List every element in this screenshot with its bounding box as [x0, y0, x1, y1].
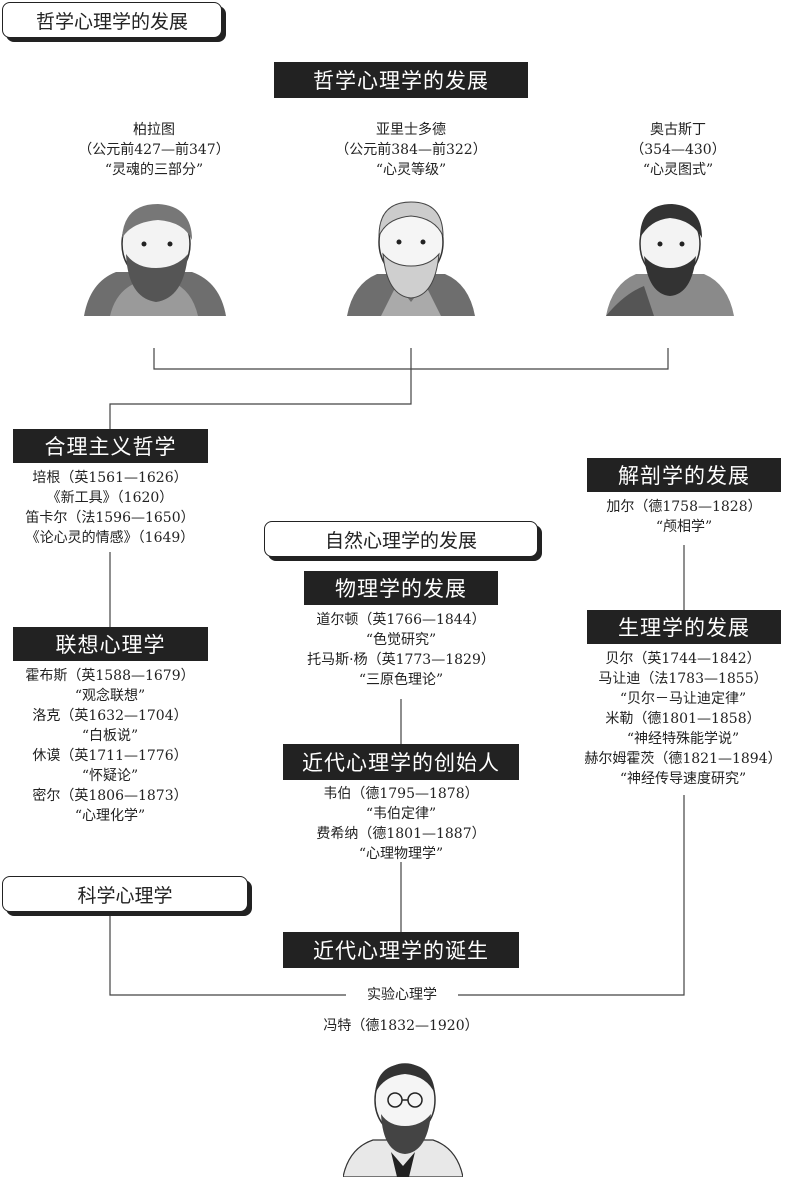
physics-line: 托马斯·杨（英1773—1829） — [307, 652, 495, 668]
aristotle-years: （公元前384—前322） — [335, 142, 487, 158]
aristotle-name: 亚里士多德 — [376, 122, 446, 138]
header-philosophy-label: 哲学心理学的发展 — [313, 69, 489, 93]
anatomy-text: 加尔（德1758—1828） “颅相学” — [584, 497, 784, 537]
tag-natural-label: 自然心理学的发展 — [324, 529, 477, 552]
experimental-psychology-label: 实验心理学 — [367, 987, 437, 1003]
associationism-line: 洛克（英1632—1704） — [32, 708, 188, 724]
header-anatomy-label: 解剖学的发展 — [618, 464, 750, 488]
associationism-line: “观念联想” — [74, 688, 146, 704]
rationalism-line: 《论心灵的情感》（1649） — [25, 530, 195, 546]
physics-text: 道尔顿（英1766—1844） “色觉研究” 托马斯·杨（英1773—1829）… — [296, 610, 506, 690]
header-anatomy: 解剖学的发展 — [587, 458, 781, 492]
header-rationalism-label: 合理主义哲学 — [44, 435, 177, 459]
rationalism-text: 培根（英1561—1626） 《新工具》（1620） 笛卡尔（法1596—165… — [10, 468, 210, 548]
founders-text: 韦伯（德1795—1878） “韦伯定律” 费希纳（德1801—1887） “心… — [296, 784, 506, 864]
plato-name: 柏拉图 — [133, 122, 175, 138]
physiology-line: 赫尔姆霍茨（德1821—1894） — [584, 751, 782, 767]
associationism-line: “怀疑论” — [81, 768, 139, 784]
physiology-line: 米勒（德1801—1858） — [605, 711, 761, 727]
anatomy-line: 加尔（德1758—1828） — [606, 499, 762, 515]
tag-natural-psychology: 自然心理学的发展 — [264, 521, 538, 557]
associationism-line: 休谟（英1711—1776） — [32, 748, 188, 764]
founders-line: 韦伯（德1795—1878） — [323, 786, 479, 802]
associationism-line: 霍布斯（英1588—1679） — [25, 668, 195, 684]
wundt-name: 冯特（德1832—1920） — [323, 1018, 479, 1034]
physics-line: “三原色理论” — [358, 672, 444, 688]
founders-line: “韦伯定律” — [365, 806, 437, 822]
associationism-text: 霍布斯（英1588—1679） “观念联想” 洛克（英1632—1704） “白… — [10, 666, 210, 826]
header-associationism-label: 联想心理学 — [55, 633, 166, 657]
rationalism-line: 笛卡尔（法1596—1650） — [25, 510, 195, 526]
left-to-birth — [109, 913, 346, 996]
rationalism-line: 培根（英1561—1626） — [32, 470, 188, 486]
caption-aristotle: 亚里士多德 （公元前384—前322） “心灵等级” — [311, 120, 511, 180]
caption-augustine: 奥古斯丁 （354—430） “心灵图式” — [578, 120, 778, 180]
augustine-work: “心灵图式” — [642, 162, 714, 178]
physiology-line: “贝尔－马让迪定律” — [619, 691, 747, 707]
founders-line: “心理物理学” — [358, 846, 444, 862]
header-associationism: 联想心理学 — [13, 627, 208, 661]
header-philosophy: 哲学心理学的发展 — [274, 62, 528, 98]
physiology-line: 马让迪（法1783—1855） — [598, 671, 768, 687]
header-founders-label: 近代心理学的创始人 — [302, 751, 500, 775]
tag-philosophy-psychology: 哲学心理学的发展 — [2, 2, 222, 38]
header-physiology: 生理学的发展 — [587, 610, 781, 644]
physiology-line: “神经传导速度研究” — [619, 771, 747, 787]
plato-portrait — [84, 204, 226, 316]
header-rationalism: 合理主义哲学 — [13, 429, 208, 463]
augustine-years: （354—430） — [630, 142, 726, 158]
caption-plato: 柏拉图 （公元前427—前347） “灵魂的三部分” — [54, 120, 254, 180]
header-physiology-label: 生理学的发展 — [618, 616, 750, 640]
physics-line: 道尔顿（英1766—1844） — [316, 612, 486, 628]
physiology-text: 贝尔（英1744—1842） 马让迪（法1783—1855） “贝尔－马让迪定律… — [582, 649, 784, 789]
right-to-birth — [458, 795, 685, 996]
associationism-line: 密尔（英1806—1873） — [32, 788, 188, 804]
tag-top-label: 哲学心理学的发展 — [35, 10, 188, 33]
center-drop — [109, 348, 412, 430]
associationism-line: “心理化学” — [74, 808, 146, 824]
physiology-line: 贝尔（英1744—1842） — [605, 651, 761, 667]
augustine-portrait — [606, 204, 734, 316]
anatomy-line: “颅相学” — [655, 519, 713, 535]
header-physics-label: 物理学的发展 — [335, 577, 467, 601]
wundt-portrait — [343, 1063, 463, 1177]
plato-years: （公元前427—前347） — [78, 142, 230, 158]
header-physics: 物理学的发展 — [304, 571, 498, 605]
aristotle-work: “心灵等级” — [375, 162, 447, 178]
header-birth-label: 近代心理学的诞生 — [313, 939, 489, 963]
tag-science-label: 科学心理学 — [77, 884, 173, 907]
aristotle-portrait — [347, 201, 475, 316]
founders-line: 费希纳（德1801—1887） — [316, 826, 486, 842]
augustine-name: 奥古斯丁 — [650, 122, 706, 138]
tag-science-psychology: 科学心理学 — [2, 876, 248, 912]
physiology-line: “神经特殊能学说” — [626, 731, 740, 747]
rationalism-line: 《新工具》（1620） — [46, 490, 174, 506]
associationism-line: “白板说” — [81, 728, 139, 744]
plato-work: “灵魂的三部分” — [104, 162, 204, 178]
physics-line: “色觉研究” — [365, 632, 437, 648]
header-founders: 近代心理学的创始人 — [283, 744, 519, 780]
header-birth: 近代心理学的诞生 — [283, 932, 519, 968]
